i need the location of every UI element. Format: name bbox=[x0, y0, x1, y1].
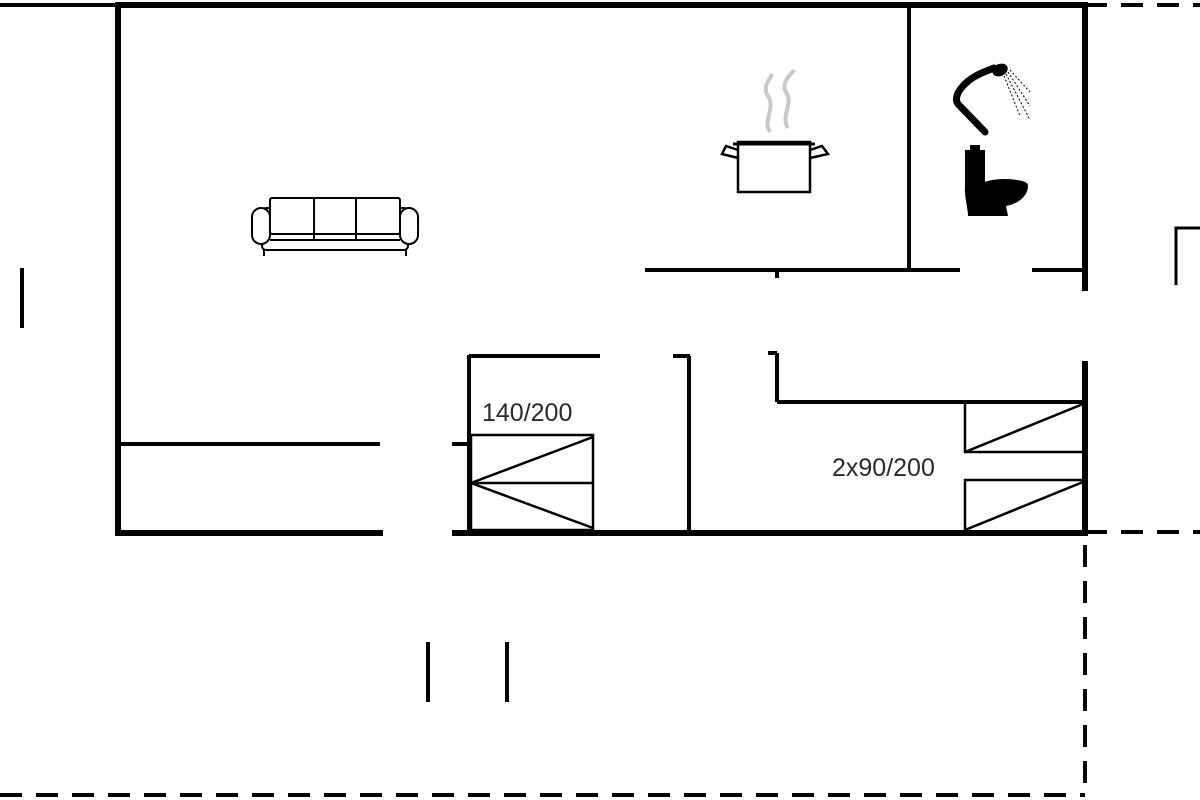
toilet-icon bbox=[964, 145, 1028, 216]
twin-beds-size-label: 2x90/200 bbox=[832, 454, 935, 482]
twin-bed-upper bbox=[963, 400, 1084, 454]
double-bed-size-label: 140/200 bbox=[482, 399, 572, 427]
double-bed bbox=[469, 433, 595, 532]
twin-bed-lower bbox=[963, 478, 1084, 532]
terrace-outline bbox=[0, 3, 1200, 797]
shower-icon bbox=[953, 63, 1031, 136]
sofa-icon bbox=[251, 197, 419, 256]
interior-walls bbox=[118, 5, 1085, 533]
cooking-pot-icon bbox=[720, 68, 831, 194]
